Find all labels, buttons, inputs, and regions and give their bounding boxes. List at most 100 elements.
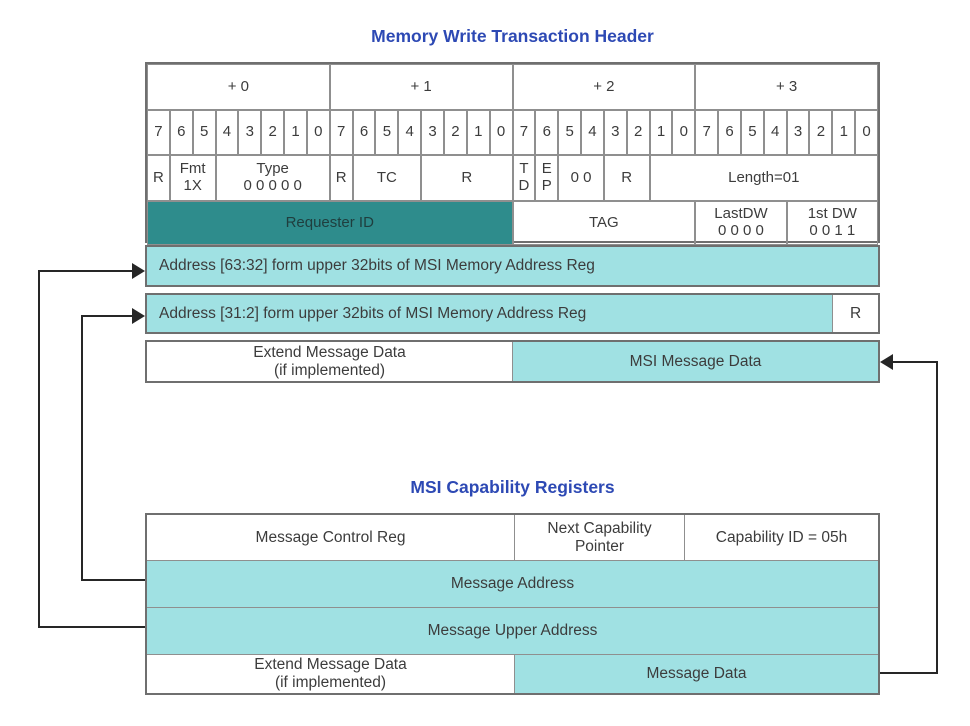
field-length: Length=01 xyxy=(649,155,878,201)
field-reserved-byte0: R xyxy=(147,155,170,201)
bit-number: 1 xyxy=(284,110,307,155)
field-ep-line2: P xyxy=(541,177,552,194)
bit-number: 7 xyxy=(147,110,170,155)
bit-number: 5 xyxy=(375,110,399,155)
bit-number: 5 xyxy=(740,110,764,155)
capability-row-control: Message Control Reg Next Capability Poin… xyxy=(147,515,878,560)
extend-message-data-cap-line2: (if implemented) xyxy=(274,674,387,691)
cell-message-data: Message Data xyxy=(514,655,878,693)
bit-number: 1 xyxy=(649,110,673,155)
bit-number: 1 xyxy=(832,110,856,155)
bit-number: 6 xyxy=(169,110,193,155)
field-ep-line1: E xyxy=(541,160,552,178)
cell-firstdw-label: 1st DW xyxy=(807,205,857,223)
bit-number: 5 xyxy=(192,110,216,155)
field-td: T D xyxy=(512,155,536,201)
field-reserved-byte1-low: R xyxy=(421,155,513,201)
bit-number: 0 xyxy=(855,110,878,155)
field-ep: E P xyxy=(535,155,559,201)
arrow-data-top-line xyxy=(893,361,938,363)
msi-message-data-label: MSI Message Data xyxy=(629,352,762,370)
cell-extend-message-data: Extend Message Data (if implemented) xyxy=(147,342,512,381)
arrow-data-bottom-line xyxy=(880,672,938,674)
arrow-data-vertical-line xyxy=(936,361,938,674)
bit-number: 2 xyxy=(626,110,650,155)
capability-row-message-upper-address: Message Upper Address xyxy=(147,607,878,654)
bit-number: 3 xyxy=(238,110,262,155)
bit-number: 7 xyxy=(512,110,536,155)
cell-capability-id: Capability ID = 05h xyxy=(684,515,878,560)
message-address-label: Message Address xyxy=(450,575,575,593)
message-data-label: Message Data xyxy=(646,665,747,683)
cell-tag: TAG xyxy=(512,201,696,245)
bit-number: 3 xyxy=(421,110,444,155)
field-td-line1: T xyxy=(519,160,529,178)
bit-number: 0 xyxy=(489,110,513,155)
cell-requester-id: Requester ID xyxy=(147,201,513,245)
bit-number: 4 xyxy=(215,110,239,155)
bit-number: 0 xyxy=(306,110,330,155)
cell-firstdw-be: 1st DW 0 0 1 1 xyxy=(786,201,878,245)
byte-header-plus3: + 3 xyxy=(695,64,878,110)
bit-number: 3 xyxy=(603,110,627,155)
bit-number: 4 xyxy=(581,110,604,155)
extend-message-data-line1: Extend Message Data xyxy=(253,343,406,361)
extend-message-data-line2: (if implemented) xyxy=(273,361,386,379)
field-type: Type 0 0 0 0 0 xyxy=(215,155,330,201)
cell-lastdw-value: 0 0 0 0 xyxy=(718,222,764,239)
arrow-lower-bottom-line xyxy=(81,579,145,581)
cell-message-upper-address: Message Upper Address xyxy=(147,608,878,654)
cell-lastdw-be: LastDW 0 0 0 0 xyxy=(695,201,787,245)
row-address-lower: Address [31:2] form upper 32bits of MSI … xyxy=(145,293,880,334)
bit-number: 7 xyxy=(329,110,353,155)
bit-number: 4 xyxy=(763,110,787,155)
bit-number: 6 xyxy=(535,110,559,155)
cell-msi-message-data: MSI Message Data xyxy=(512,342,878,381)
bit-number: 3 xyxy=(786,110,810,155)
field-tc: TC xyxy=(352,155,422,201)
field-td-line2: D xyxy=(518,177,530,194)
address-upper-label: Address [63:32] form upper 32bits of MSI… xyxy=(159,257,595,274)
bit-number: 5 xyxy=(558,110,582,155)
bit-number: 2 xyxy=(261,110,285,155)
field-fmt-line2: 1X xyxy=(183,177,202,194)
row-message-data: Extend Message Data (if implemented) MSI… xyxy=(145,340,880,383)
bit-number: 4 xyxy=(398,110,422,155)
message-control-label: Message Control Reg xyxy=(255,528,406,546)
cell-extend-message-data-cap: Extend Message Data (if implemented) xyxy=(147,655,514,693)
capability-table-title: MSI Capability Registers xyxy=(410,477,615,497)
transaction-header-grid: + 0 + 1 + 2 + 3 7 6 5 4 3 2 1 0 7 6 5 4 … xyxy=(145,62,880,245)
row-address-upper: Address [63:32] form upper 32bits of MSI… xyxy=(145,245,880,287)
arrowhead-into-address-31-2 xyxy=(132,308,145,324)
bit-number: 0 xyxy=(672,110,696,155)
arrowhead-into-msi-message-data xyxy=(880,354,893,370)
field-fmt-line1: Fmt xyxy=(179,160,206,178)
bit-number: 1 xyxy=(466,110,490,155)
byte-header-plus1: + 1 xyxy=(329,64,513,110)
bit-number: 7 xyxy=(695,110,719,155)
field-type-line1: Type xyxy=(256,160,289,178)
arrowhead-into-address-63-32 xyxy=(132,263,145,279)
msi-capability-table: Message Control Reg Next Capability Poin… xyxy=(145,513,880,695)
extend-message-data-cap-line1: Extend Message Data xyxy=(254,656,407,674)
cell-lastdw-label: LastDW xyxy=(714,205,768,223)
field-fmt: Fmt 1X xyxy=(169,155,216,201)
arrow-upper-top-line xyxy=(38,270,133,272)
arrow-lower-vertical-line xyxy=(81,315,83,581)
cell-next-capability-pointer: Next Capability Pointer xyxy=(514,515,684,560)
arrow-upper-bottom-line xyxy=(38,626,145,628)
bit-number: 2 xyxy=(443,110,467,155)
field-reserved-byte2: R xyxy=(603,155,650,201)
next-capability-line1: Next Capability xyxy=(547,519,652,537)
byte-header-plus2: + 2 xyxy=(512,64,696,110)
field-type-line2: 0 0 0 0 0 xyxy=(243,177,302,194)
next-capability-line2: Pointer xyxy=(574,537,625,555)
header-table-title: Memory Write Transaction Header xyxy=(371,26,654,46)
address-lower-label: Address [31:2] form upper 32bits of MSI … xyxy=(159,304,587,322)
address-lower-reserved: R xyxy=(832,295,878,332)
cell-firstdw-value: 0 0 1 1 xyxy=(809,222,856,239)
byte-header-plus0: + 0 xyxy=(147,64,330,110)
arrow-upper-vertical-line xyxy=(38,270,40,628)
bit-number: 2 xyxy=(809,110,833,155)
